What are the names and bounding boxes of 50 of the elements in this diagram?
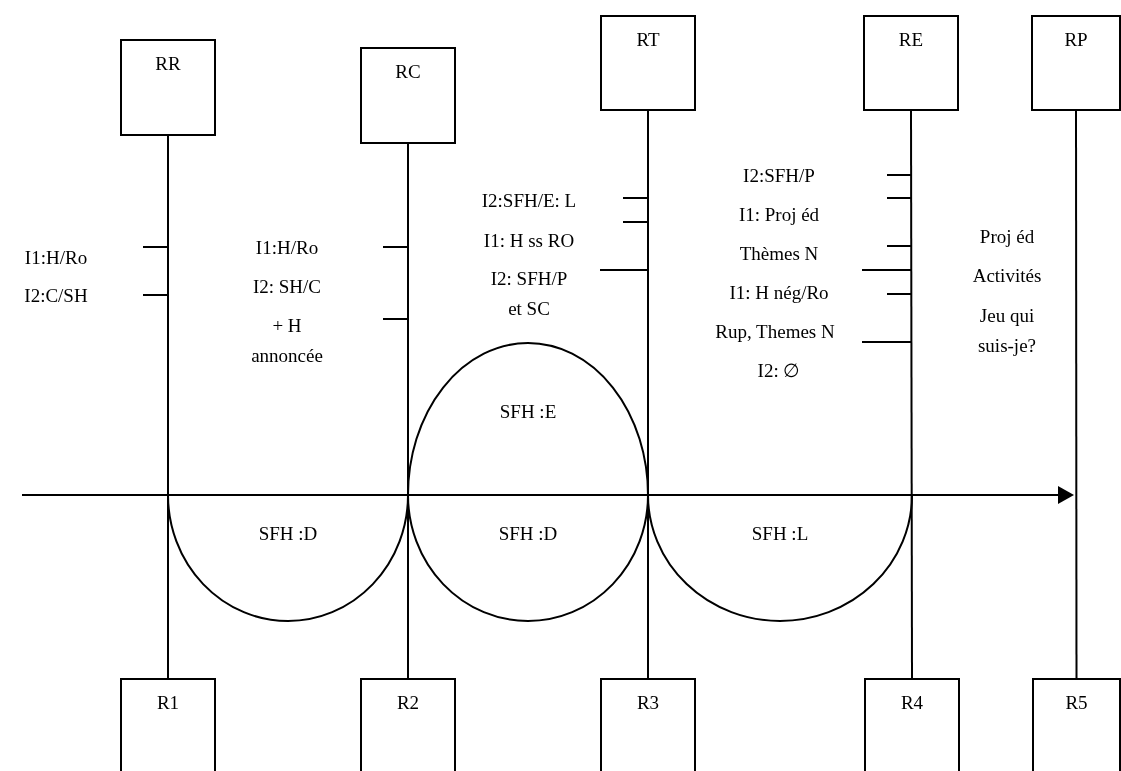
connector-line	[647, 110, 649, 679]
lower-arc	[168, 495, 408, 621]
node-label: R5	[1064, 692, 1089, 714]
annotation-text: + H annoncée	[250, 314, 324, 368]
label-box	[360, 678, 456, 771]
label-box	[360, 47, 456, 144]
label-box	[600, 678, 696, 771]
connector-line	[167, 135, 169, 679]
lower-arc	[648, 495, 912, 621]
node-label: RR	[154, 53, 182, 75]
node-label: R2	[395, 692, 421, 714]
node-label: RC	[394, 61, 422, 83]
connector-line	[1075, 110, 1078, 679]
annotation-text: Activités	[971, 264, 1043, 288]
annotation-text: I2: SH/C	[251, 275, 323, 299]
upper-arc	[408, 343, 648, 495]
annotation-text: I1:H/Ro	[254, 236, 320, 260]
annotation-text: Thèmes N	[738, 242, 820, 266]
node-label: R3	[635, 692, 661, 714]
node-label: RE	[897, 29, 925, 51]
annotation-text: I1:H/Ro	[23, 246, 89, 270]
label-box	[120, 678, 216, 771]
annotation-text: Jeu qui suis-je?	[976, 304, 1037, 358]
annotation-text: I2: SFH/P et SC	[489, 267, 569, 321]
annotation-text: I2:SFH/P	[742, 164, 816, 188]
label-box	[864, 678, 960, 771]
label-box	[1032, 678, 1121, 771]
node-label: SFH :D	[257, 523, 319, 545]
annotation-text: I2:C/SH	[23, 284, 89, 308]
lower-arc	[408, 495, 648, 621]
annotation-text: I1: Proj éd	[737, 203, 821, 227]
node-label: SFH :L	[750, 523, 810, 545]
annotation-text: I1: H nég/Ro	[728, 281, 830, 305]
label-box	[1031, 15, 1121, 111]
label-box	[120, 39, 216, 136]
node-label: RP	[1063, 29, 1089, 51]
label-box	[600, 15, 696, 111]
connector-line	[910, 110, 913, 679]
node-label: RT	[635, 29, 661, 51]
annotation-text: I2:SFH/E: L	[480, 189, 578, 213]
label-box	[863, 15, 959, 111]
node-label: SFH :D	[497, 523, 559, 545]
annotation-text: I2: ∅	[756, 359, 802, 383]
annotation-text: Proj éd	[978, 225, 1036, 249]
node-label: R4	[899, 692, 925, 714]
node-label: SFH :E	[498, 401, 558, 423]
annotation-text: I1: H ss RO	[482, 229, 576, 253]
node-label: R1	[155, 692, 181, 714]
connector-line	[407, 143, 409, 679]
annotation-text: Rup, Themes N	[714, 320, 836, 344]
